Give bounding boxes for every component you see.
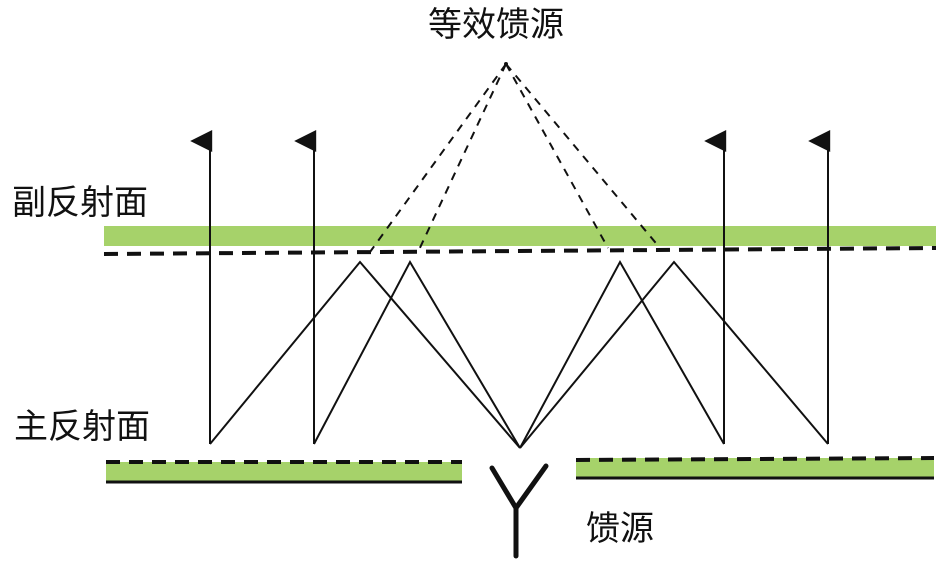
ray-path	[519, 259, 725, 449]
ray-paths	[209, 259, 829, 449]
feed-horn-icon	[489, 463, 549, 559]
ray-path	[313, 259, 521, 449]
sub-reflector-surface	[103, 246, 937, 256]
ray-path	[209, 260, 521, 449]
main-reflector	[106, 456, 935, 484]
virtual-ray	[505, 63, 661, 249]
virtual-rays	[369, 63, 661, 253]
sub-reflector-band	[104, 226, 936, 246]
main-reflector-label: 主反射面	[14, 407, 150, 447]
sub-reflector-label: 副反射面	[12, 183, 148, 223]
virtual-ray	[505, 63, 609, 249]
main-reflector-right	[575, 456, 935, 480]
equivalent-feed-label: 等效馈源	[428, 5, 564, 45]
sub-reflector	[103, 226, 937, 256]
output-rays	[190, 130, 831, 444]
equivalent-feed-point	[504, 62, 508, 66]
ray-path	[519, 260, 829, 449]
virtual-ray	[417, 63, 507, 253]
main-reflector-left	[106, 460, 462, 484]
feed-label: 馈源	[586, 509, 654, 549]
virtual-ray	[369, 63, 507, 253]
